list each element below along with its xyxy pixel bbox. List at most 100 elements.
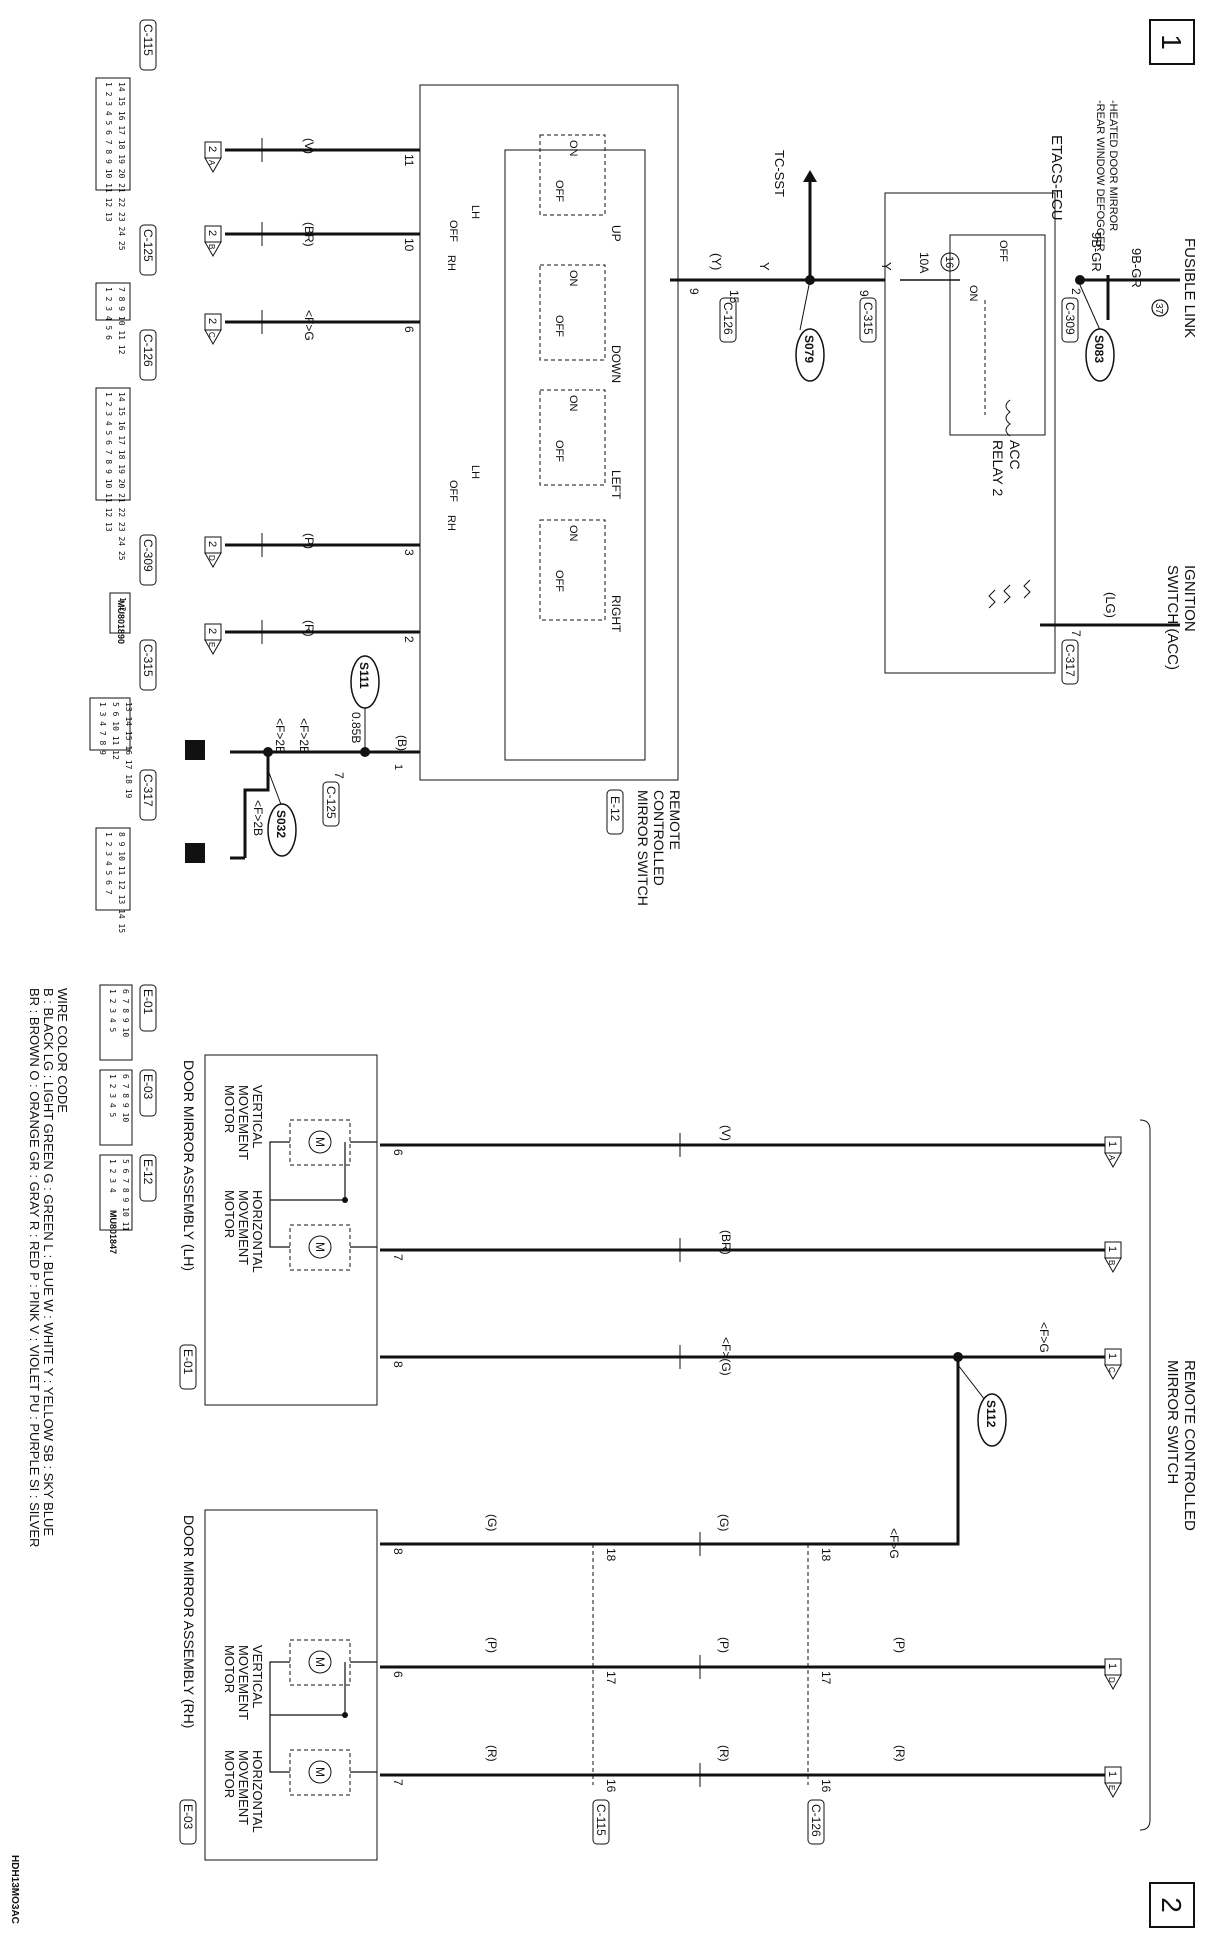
svg-text:S112: S112	[984, 1400, 998, 1428]
wire-color-label: <F>G	[302, 310, 316, 341]
wire-color-label: (P)	[893, 1637, 907, 1653]
svg-text:(Y): (Y)	[709, 253, 724, 270]
connector-name: C-309	[141, 539, 155, 572]
svg-text:MIRROR SWITCH: MIRROR SWITCH	[635, 790, 651, 906]
svg-text:D: D	[207, 555, 216, 561]
wire-color-label: (G)	[717, 1514, 731, 1531]
splice-s112: S112 <F>G <F>G	[420, 1322, 1051, 1559]
svg-text:D: D	[1107, 1677, 1116, 1683]
wire-color-label: (P)	[485, 1637, 499, 1653]
switch-right: RIGHT ON OFF	[539, 519, 623, 633]
selector-lh-rh-upper: LH OFF RH	[445, 205, 481, 271]
svg-text:9: 9	[857, 290, 871, 297]
connector-pin-row: 5 6 7 8 9 10 11	[121, 1159, 130, 1231]
svg-text:2: 2	[1069, 288, 1083, 295]
pin-number: 8	[391, 1548, 405, 1555]
mu-code-2: MU801847	[108, 1210, 118, 1254]
svg-text:1: 1	[1106, 1663, 1118, 1669]
svg-text:RH: RH	[445, 255, 457, 271]
svg-text:OFF: OFF	[553, 570, 565, 592]
connector-name: E-12	[141, 1159, 155, 1185]
pin-number: 6	[391, 1671, 405, 1678]
svg-text:MOVEMENT: MOVEMENT	[236, 1085, 251, 1160]
svg-text:RH: RH	[445, 515, 457, 531]
pin-number: 11	[402, 154, 416, 167]
svg-text:ON: ON	[567, 140, 579, 157]
svg-text:2: 2	[206, 628, 218, 634]
pin-number: 18	[604, 1548, 618, 1562]
offpage-ref: 1E	[1104, 1766, 1122, 1799]
connector-name: E-03	[141, 1074, 155, 1100]
svg-text:9B-GR: 9B-GR	[1129, 248, 1144, 288]
svg-text:HORIZONTAL: HORIZONTAL	[250, 1190, 265, 1273]
svg-text:REMOTE: REMOTE	[667, 790, 683, 850]
svg-text:S083: S083	[1092, 335, 1106, 363]
svg-text:37: 37	[1153, 303, 1164, 315]
offpage-ref: 1D	[1104, 1658, 1122, 1691]
svg-text:C-125: C-125	[324, 786, 338, 819]
svg-text:MIRROR SWITCH: MIRROR SWITCH	[1164, 1360, 1181, 1484]
svg-text:FUSIBLE LINK: FUSIBLE LINK	[1181, 238, 1198, 338]
fusible-link: FUSIBLE LINK 37 9B-GR 9B-GR	[1089, 232, 1198, 338]
svg-text:REMOTE CONTROLLED: REMOTE CONTROLLED	[1181, 1360, 1198, 1531]
connector-pin-row: 13 14 15 16 17 18 19	[124, 702, 133, 799]
svg-text:M: M	[313, 1137, 327, 1147]
bottom-title: REMOTE CONTROLLED MIRROR SWITCH	[1139, 1119, 1198, 1831]
connector-pin-row: 1 2 3 4 5 6	[104, 287, 113, 340]
svg-text:5: 5	[186, 744, 203, 753]
pin-number: 17	[604, 1671, 618, 1685]
svg-text:15: 15	[727, 290, 741, 304]
wire-color-label: (R)	[302, 620, 316, 637]
conn-label-c309: C-309	[1061, 297, 1079, 343]
connector-pin-row: 14 15 16 17 18 19 20 21 22 23 24 25	[117, 392, 126, 561]
connector-pin-row: 5 6 10 11 12	[111, 702, 120, 760]
svg-text:OFF: OFF	[997, 240, 1009, 262]
svg-text:0.85B: 0.85B	[349, 712, 363, 743]
pin-number: 6	[391, 1149, 405, 1156]
pin-number: 3	[402, 549, 416, 556]
switch-down: DOWN ON OFF	[539, 264, 623, 383]
svg-text:10A: 10A	[917, 252, 931, 273]
pin-number: 18	[819, 1548, 833, 1562]
svg-text:MOVEMENT: MOVEMENT	[236, 1190, 251, 1265]
svg-text:2: 2	[1156, 1897, 1187, 1913]
wire-color-label: (G)	[485, 1514, 499, 1531]
feed-y-line: 9 C-315 Y Y TC-SST S079 15 C-126 (Y) 9	[670, 150, 894, 382]
switch-output-wire: (R)22E	[204, 620, 420, 656]
ignition-switch: IGNITION SWITCH (ACC) (LG) 7 C-317	[988, 565, 1198, 685]
wire-color-label: (V)	[719, 1125, 733, 1141]
svg-text:ON: ON	[567, 525, 579, 542]
svg-text:MOTOR: MOTOR	[222, 1190, 237, 1238]
svg-text:2: 2	[206, 541, 218, 547]
svg-text:OFF: OFF	[553, 315, 565, 337]
svg-text:1: 1	[1156, 34, 1187, 50]
connector-pin-row: 1 2 3 4 5	[108, 1074, 117, 1118]
pin-number: 7	[391, 1779, 405, 1786]
svg-text:MOTOR: MOTOR	[222, 1750, 237, 1798]
page-number-top: 1	[1149, 19, 1195, 65]
svg-text:2: 2	[206, 146, 218, 152]
svg-text:HORIZONTAL: HORIZONTAL	[250, 1750, 265, 1833]
svg-text:RELAY 2: RELAY 2	[990, 440, 1006, 497]
wire-color-legend: WIRE COLOR CODE B : BLACK LG : LIGHT GRE…	[27, 988, 70, 1547]
selector-lh-rh-lower: LH OFF RH	[445, 465, 481, 531]
svg-text:C-126: C-126	[809, 1804, 823, 1837]
svg-text:M: M	[313, 1767, 327, 1777]
offpage-ref: 1B	[1104, 1241, 1122, 1274]
ground-wire: S111 (B) 1 0.85B 7 C-125 <F>2B <F>2B <F>…	[185, 655, 420, 863]
svg-text:C-126: C-126	[721, 302, 735, 335]
connector-pin-row: 1 3 4 7 8 9	[98, 702, 107, 755]
svg-text:MOVEMENT: MOVEMENT	[236, 1750, 251, 1825]
svg-text:LH: LH	[469, 465, 481, 479]
offpage-ref: 2A	[204, 141, 222, 174]
lh-wire: (BR)71B	[380, 1230, 1122, 1274]
connector-pin-row: 1 2 3 4 5 6 7	[104, 832, 113, 895]
connector-pin-row: 1 2 3 4 5 6 7 8 9 10 11 12 13	[104, 392, 113, 532]
wire-color-label: (P)	[302, 533, 316, 549]
svg-text:9B-GR: 9B-GR	[1089, 232, 1104, 272]
